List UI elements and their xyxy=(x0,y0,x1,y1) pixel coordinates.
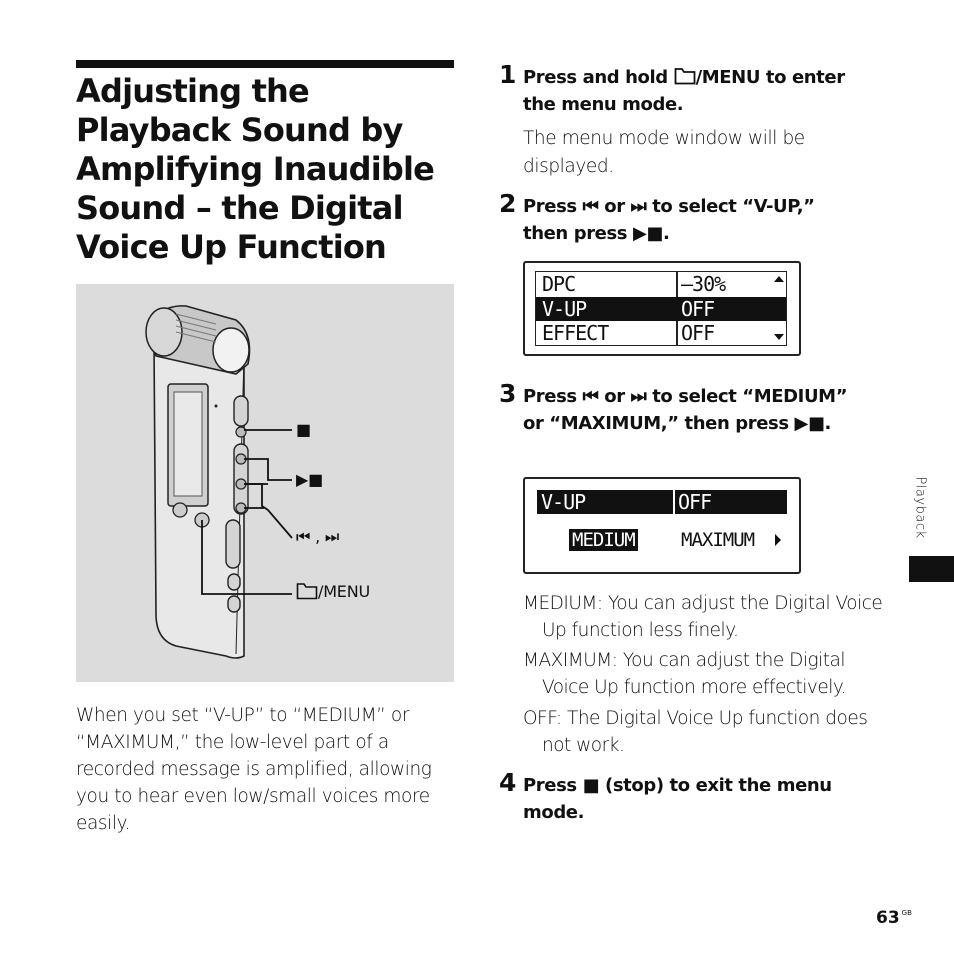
page-title: Adjusting the Playback Sound by Amplifyi… xyxy=(76,72,435,266)
menu-display-2: V-UP OFF MEDIUM MAXIMUM xyxy=(523,477,801,574)
step-text-part: /MENU to enter the menu mode. xyxy=(523,67,845,115)
step-1: 1 Press and hold /MENU to enter the menu… xyxy=(499,60,863,118)
step-text: Press ■ (stop) to exit the menu mode. xyxy=(523,775,832,823)
step-number: 2 xyxy=(499,189,517,218)
lcd-header-value: OFF xyxy=(678,490,712,514)
selected-row-highlight xyxy=(536,297,786,321)
step-1-description: The menu mode window will be displayed. xyxy=(523,128,805,177)
lcd-row-label: DPC xyxy=(542,272,576,296)
section-tab-marker xyxy=(909,556,954,582)
lcd-row-value: OFF xyxy=(681,321,715,345)
menu-display-1: DPC –30% V-UP OFF EFFECT OFF xyxy=(523,261,801,356)
lcd-row-value: –30% xyxy=(681,272,726,296)
step-3: 3 Press ⏮ or ⏭ to select “MEDIUM” or “MA… xyxy=(499,379,863,437)
menu-label-text: /MENU xyxy=(318,582,370,601)
folder-icon xyxy=(674,68,695,85)
lcd-row-label: EFFECT xyxy=(542,321,609,345)
display-divider xyxy=(673,490,675,514)
step-2: 2 Press ⏮ or ⏭ to select “V-UP,” then pr… xyxy=(499,189,863,247)
recorder-illustration: ■ ▶■ ⏮ , ⏭ /MENU xyxy=(76,284,454,682)
option-maximum-description: MAXIMUM: You can adjust the Digital Voic… xyxy=(523,650,847,698)
lcd-header-label: V-UP xyxy=(541,490,586,514)
recorder-drawing xyxy=(145,305,293,659)
scroll-down-icon xyxy=(774,334,784,340)
step-text: Press ⏮ or ⏭ to select “MEDIUM” or “MAXI… xyxy=(523,386,848,434)
step-text: Press ⏮ or ⏭ to select “V-UP,” then pres… xyxy=(523,196,815,244)
stop-button-label: ■ xyxy=(296,420,311,439)
step-text: Press and hold /MENU to enter the menu m… xyxy=(523,64,863,118)
header-row-highlight xyxy=(537,490,787,514)
lcd-row-value: OFF xyxy=(681,297,715,321)
scroll-up-icon xyxy=(774,276,784,282)
step-4: 4 Press ■ (stop) to exit the menu mode. xyxy=(499,768,863,826)
arrow-right-icon xyxy=(775,534,781,546)
option-off-description: OFF: The Digital Voice Up function does … xyxy=(523,708,868,756)
option-medium-description: MEDIUM: You can adjust the Digital Voice… xyxy=(523,593,883,641)
page-number-text: 63 xyxy=(876,908,900,928)
step-text-part: Press and hold xyxy=(523,67,674,88)
skip-buttons-label: ⏮ , ⏭ xyxy=(296,527,340,546)
section-side-label: Playback xyxy=(900,470,930,550)
menu-button-label: /MENU xyxy=(296,582,370,601)
step-number: 3 xyxy=(499,379,517,408)
side-label-text: Playback xyxy=(912,476,928,539)
page-number-suffix: GB xyxy=(901,909,912,917)
folder-icon xyxy=(296,583,318,600)
title-rule xyxy=(76,60,454,68)
step-number: 4 xyxy=(499,768,517,797)
play-stop-button-label: ▶■ xyxy=(296,470,324,489)
lcd-option-maximum: MAXIMUM xyxy=(681,529,755,551)
intro-paragraph: When you set “V-UP” to “MEDIUM” or “MAXI… xyxy=(76,705,432,834)
lcd-row-label: V-UP xyxy=(542,297,587,321)
lcd-option-medium: MEDIUM xyxy=(569,529,638,551)
step-number: 1 xyxy=(499,60,517,89)
display-frame: DPC –30% V-UP OFF EFFECT OFF xyxy=(535,271,787,346)
